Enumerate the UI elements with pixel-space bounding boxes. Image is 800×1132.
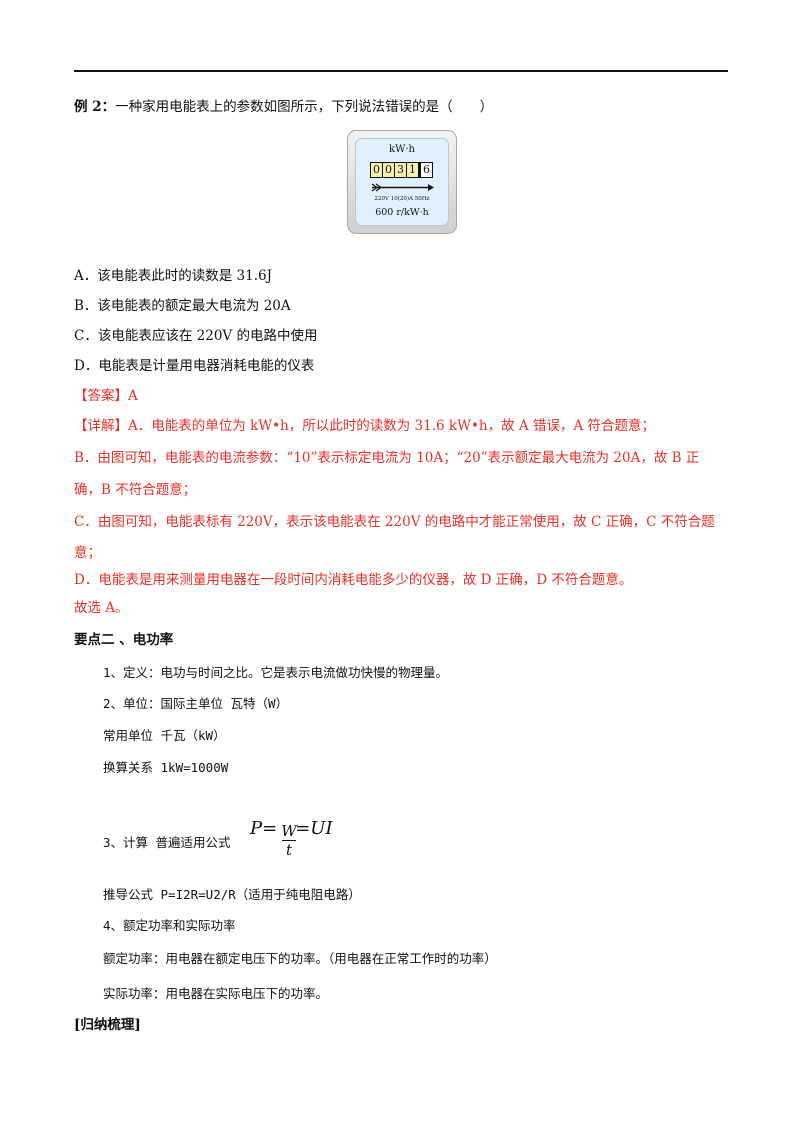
- option-text: 该电能表应该在 220V 的电路中使用: [97, 328, 318, 344]
- detail-line: 【详解】A．电能表的单位为 kW•h，所以此时的读数为 31.6 kW•h，故 …: [74, 416, 655, 436]
- meter-digit: 0: [383, 163, 395, 177]
- answer-label: 【答案】: [74, 388, 128, 404]
- detail-line: C．由图可知，电能表标有 220V，表示该电能表在 220V 的电路中才能正常使…: [74, 514, 715, 530]
- summary-heading: [归纳梳理]: [74, 1017, 141, 1033]
- power-formula: P= =UI: [250, 818, 333, 839]
- section-item: 4、额定功率和实际功率: [103, 918, 236, 933]
- meter-unit: kW·h: [389, 144, 415, 155]
- detail-line: 意；: [74, 545, 101, 561]
- option-text: 该电能表此时的读数是 31.6J: [97, 268, 273, 284]
- section-item: 常用单位 千瓦（kW）: [103, 728, 226, 743]
- meter-digit: 0: [371, 163, 383, 177]
- example-label: 例 2：: [74, 99, 116, 115]
- option-text: 电能表是计量用电器消耗电能的仪表: [98, 358, 315, 374]
- detail-line: D．电能表是用来测量用电器在一段时间内消耗电能多少的仪器，故 D 正确，D 不符…: [74, 572, 633, 588]
- section-item: 换算关系 1kW=1000W: [103, 760, 229, 775]
- option-label: C．: [74, 328, 98, 344]
- option-label: D．: [74, 358, 99, 374]
- option-b: B．该电能表的额定最大电流为 20A: [74, 296, 291, 316]
- formula-fraction: W t: [281, 822, 297, 859]
- formula-rhs: =UI: [295, 818, 333, 839]
- meter-digit: 6: [419, 163, 432, 177]
- option-label: A．: [74, 268, 98, 284]
- section-title: 要点二 、电功率: [74, 632, 174, 648]
- formula-eq: =: [262, 818, 278, 839]
- option-label: B．: [74, 298, 98, 314]
- meter-digit: 1: [407, 163, 419, 177]
- detail-conclusion: 故选 A。: [74, 600, 129, 616]
- section-item: 2、单位：国际主单位 瓦特（W）: [103, 696, 289, 711]
- detail-text: A．电能表的单位为 kW•h，所以此时的读数为 31.6 kW•h，故 A 错误…: [128, 418, 655, 434]
- arrow-icon: [371, 183, 434, 192]
- detail-line: B．由图可知，电能表的电流参数：“10”表示标定电流为 10A；“20”表示额定…: [74, 450, 700, 466]
- answer: 【答案】A: [74, 386, 138, 406]
- answer-value: A: [128, 388, 138, 404]
- option-d: D．电能表是计量用电器消耗电能的仪表: [74, 356, 314, 376]
- meter-spec: 220V 10(20)A 50Hz: [374, 196, 430, 202]
- section-item: 推导公式 P=I2R=U2/R（适用于纯电阻电路）: [103, 887, 361, 902]
- detail-label: 【详解】: [74, 418, 128, 434]
- formula-numerator: W: [281, 822, 297, 840]
- question-text: 一种家用电能表上的参数如图所示，下列说法错误的是（ ）: [115, 99, 494, 115]
- meter-face: kW·h 0 0 3 1 6 220V 10(20)A 50Hz 600 r/k…: [355, 138, 449, 226]
- energy-meter-figure: kW·h 0 0 3 1 6 220V 10(20)A 50Hz 600 r/k…: [347, 130, 457, 234]
- section-item: 1、定义：电功与时间之比。它是表示电流做功快慢的物理量。: [103, 665, 449, 680]
- section-item: 实际功率：用电器在实际电压下的功率。: [103, 986, 329, 1001]
- fraction-bar: [282, 840, 296, 841]
- option-text: 该电能表的额定最大电流为 20A: [97, 298, 291, 314]
- option-a: A．该电能表此时的读数是 31.6J: [74, 266, 272, 286]
- formula-lhs: P: [250, 818, 263, 839]
- formula-denominator: t: [285, 841, 293, 859]
- meter-constant: 600 r/kW·h: [375, 207, 429, 218]
- section-item: 3、计算 普遍适用公式: [103, 835, 231, 850]
- header-rule: [74, 70, 728, 72]
- example-question: 例 2：一种家用电能表上的参数如图所示，下列说法错误的是（ ）: [74, 97, 493, 117]
- section-item: 额定功率：用电器在额定电压下的功率。（用电器在正常工作时的功率）: [103, 951, 497, 966]
- option-c: C．该电能表应该在 220V 的电路中使用: [74, 326, 317, 346]
- meter-digits: 0 0 3 1 6: [370, 162, 433, 178]
- meter-digit: 3: [395, 163, 407, 177]
- detail-line: 确，B 不符合题意；: [74, 482, 197, 498]
